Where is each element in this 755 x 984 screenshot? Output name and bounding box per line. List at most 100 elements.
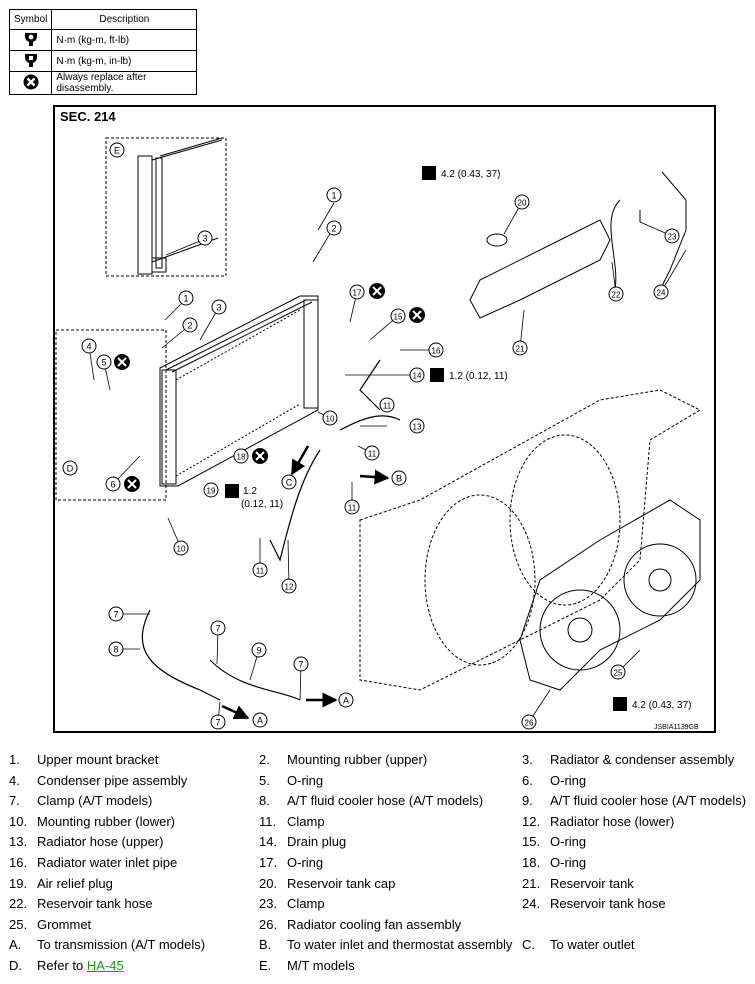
part-number: E. [259,957,272,973]
part-number: C. [522,937,535,953]
flow-arrows [221,445,390,720]
section-title: SEC. 214 [60,109,116,124]
torque-value-20: 4.2 (0.43, 37) [441,169,500,180]
torque-value-19-a: 1.2 [243,486,257,497]
callout-label-17: 17 [353,289,362,298]
callout-label-15: 15 [394,313,403,322]
symbol-legend-table: Symbol Description N·m (kg-m, ft-lb) N·m… [8,9,198,95]
part-number: 2. [259,752,270,767]
callout-circle-D [62,460,78,476]
callout-circle-10 [173,540,189,556]
part-number: 25. [9,916,28,932]
part-number: D. [9,957,22,973]
callout-circle-22 [608,286,624,302]
callout-label-16: 16 [432,347,441,356]
callout-circle-C [281,474,297,490]
reservoir-tank-drawing [469,171,687,319]
part-description: Radiator hose (lower) [550,813,675,829]
callout-circle-7 [293,656,309,672]
callout-label-3: 3 [202,234,207,244]
callout-label-7: 7 [215,624,220,634]
callout-label-6: 6 [110,480,115,490]
torque-value-14: 1.2 (0.12, 11) [449,371,508,382]
part-number: 23. [259,896,278,912]
callout-label-22: 22 [612,291,621,300]
cooling-fan-drawing [519,499,701,691]
part-number: 17. [259,854,278,870]
part-description: Mounting rubber (lower) [37,813,176,829]
part-description: Refer to HA-45 [37,957,124,973]
part-description: A/T fluid cooler hose (A/T models) [287,793,484,809]
part-description: M/T models [287,957,355,973]
inset-box-e [105,137,227,277]
callout-circle-14 [409,367,425,383]
callout-circle-16 [428,342,444,358]
part-number: 11. [259,813,277,829]
part-description: Clamp (A/T models) [37,793,153,809]
part-number: 8. [259,793,270,809]
callout-circle-A [252,712,268,728]
callout-labels: 1231234567879771010111111111213141516171… [62,142,680,730]
callout-circle-1 [178,290,194,306]
callout-label-2: 2 [331,224,336,234]
callout-circle-1 [326,187,342,203]
part-description: Reservoir tank hose [37,896,153,912]
part-number: 21. [522,875,541,891]
part-description: O-ring [287,854,324,870]
part-number: 15. [522,834,541,850]
exploded-parts-diagram: 1.2 (0.12, 11) 1.2 (0.12, 11) 4.2 (0.43,… [55,137,702,730]
callout-circle-7 [210,714,226,730]
callout-circle-24 [653,284,669,300]
part-description: Reservoir tank cap [287,875,396,891]
callout-label-11: 11 [383,402,392,411]
part-number: 20. [259,875,278,891]
callout-label-11: 11 [348,504,357,513]
callout-label-10: 10 [177,545,186,554]
callout-circle-13 [409,418,425,434]
callout-label-23: 23 [668,233,677,242]
leader-lines [88,201,687,723]
part-description: Clamp [287,813,325,829]
part-number: 9. [522,793,533,809]
part-description: Radiator water inlet pipe [37,854,178,870]
part-number: 10. [9,813,28,829]
callout-circle-11 [344,499,360,515]
part-number: 13. [9,834,28,850]
torque-spec-25: 4.2 (0.43, 37) [613,697,691,711]
callout-circle-9 [251,642,267,658]
fan-shroud-drawing [359,389,702,691]
callout-circle-B [391,470,407,486]
callout-label-A: A [257,716,263,726]
part-description: O-ring [287,772,324,788]
callout-label-2: 2 [187,321,192,331]
callout-label-20: 20 [518,199,527,208]
reference-link[interactable]: HA-45 [86,957,124,973]
legend-symbol-cell [8,29,53,51]
callout-circle-11 [379,397,395,413]
inset-radiator-drawing [137,137,223,275]
part-description: Reservoir tank [550,875,634,891]
callout-label-C: C [286,478,293,488]
torque-wrench-kgcm-icon [24,53,37,67]
callout-label-5: 5 [101,358,106,368]
part-number: A. [9,937,22,953]
callout-label-1: 1 [183,294,188,304]
part-description: Grommet [37,916,92,932]
torque-spec-20: 4.2 (0.43, 37) [422,166,500,180]
part-description: To water outlet [550,937,635,953]
replace-icon-marks [117,286,422,489]
callout-label-26: 26 [525,719,534,728]
inset-box-d [55,329,167,501]
callout-circle-2 [182,317,198,333]
part-number: 26. [259,916,278,932]
callout-label-24: 24 [657,289,666,298]
part-number: 4. [9,772,20,788]
part-number: 16. [9,854,28,870]
callout-circle-26 [521,714,537,730]
part-number: B. [259,937,272,953]
callout-label-7: 7 [113,610,118,620]
